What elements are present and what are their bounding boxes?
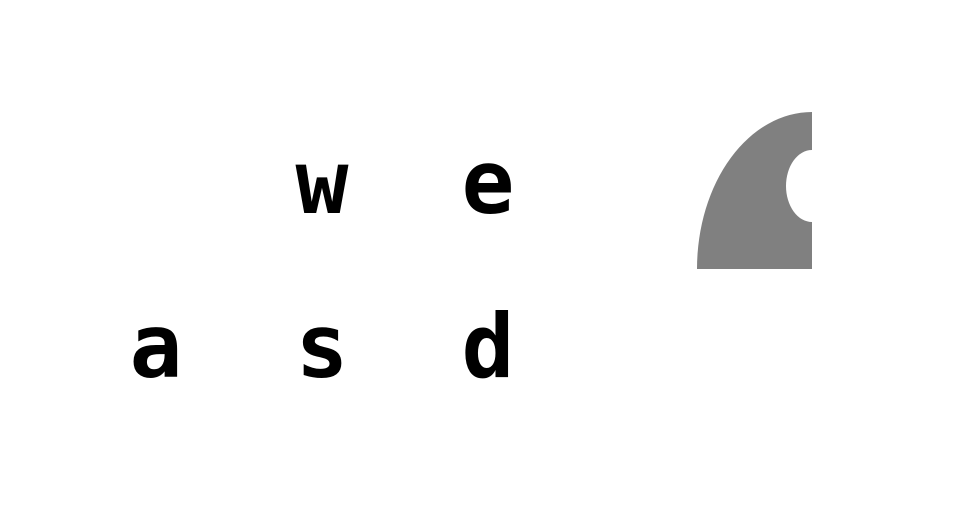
key-e[interactable]: e [461,131,515,234]
quarter-disc-with-notch-icon [697,112,812,269]
key-d[interactable]: d [461,295,515,398]
shape-fill [697,112,812,269]
key-a[interactable]: a [129,295,183,398]
key-w[interactable]: w [295,131,349,234]
key-s[interactable]: s [295,295,349,398]
